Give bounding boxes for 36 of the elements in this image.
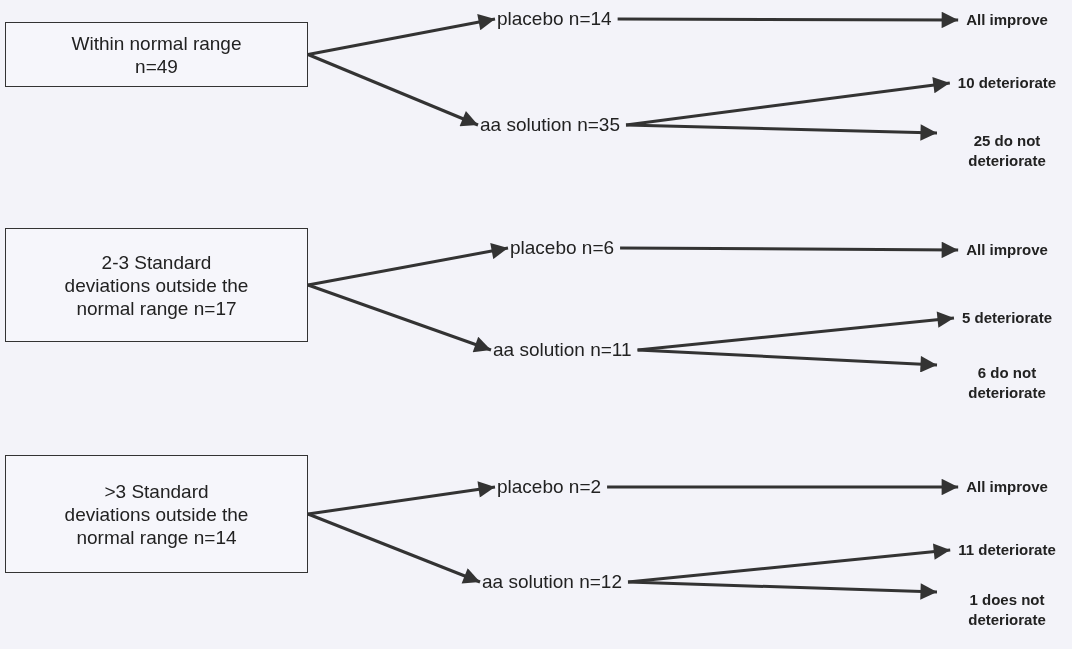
outcome-label: 5 deteriorate: [961, 308, 1052, 328]
treatment-label: aa solution n=35: [480, 114, 620, 136]
range-label: 2-3 Standard deviations outside the normal range n=17: [63, 250, 250, 320]
treatment-label: aa solution n=12: [482, 571, 622, 593]
outcome-label: 6 do not deteriorate: [967, 363, 1047, 403]
arrow: [637, 348, 938, 373]
arrow: [607, 478, 959, 496]
arrow: [620, 241, 959, 259]
treatment-label: placebo n=2: [497, 476, 602, 498]
outcome-label: 11 deteriorate: [958, 540, 1056, 560]
outcome-label: 10 deteriorate: [957, 73, 1057, 93]
arrow: [627, 543, 951, 584]
range-label: Within normal range n=49: [70, 31, 243, 78]
arrow: [637, 311, 955, 352]
arrow: [307, 481, 496, 516]
arrow: [307, 13, 496, 56]
arrow: [625, 123, 938, 141]
outcome-label: All improve: [966, 240, 1048, 260]
range-group-box: [5, 455, 308, 573]
range-group-box: [5, 228, 308, 342]
outcome-label: 1 does not deteriorate: [967, 590, 1047, 630]
treatment-label: aa solution n=11: [493, 339, 632, 361]
arrow: [625, 76, 950, 127]
arrow: [307, 242, 509, 287]
range-group-box: [5, 22, 308, 87]
arrow: [617, 11, 959, 29]
arrow: [307, 53, 479, 127]
arrow: [307, 283, 492, 353]
arrow: [627, 580, 938, 600]
outcome-label: 25 do not deteriorate: [967, 131, 1047, 171]
treatment-label: placebo n=6: [510, 237, 615, 259]
outcome-label: All improve: [966, 10, 1048, 30]
arrow: [307, 512, 481, 584]
outcome-label: All improve: [966, 477, 1048, 497]
range-label: >3 Standard deviations outside the normal range n=14: [63, 479, 250, 549]
treatment-label: placebo n=14: [497, 8, 612, 30]
